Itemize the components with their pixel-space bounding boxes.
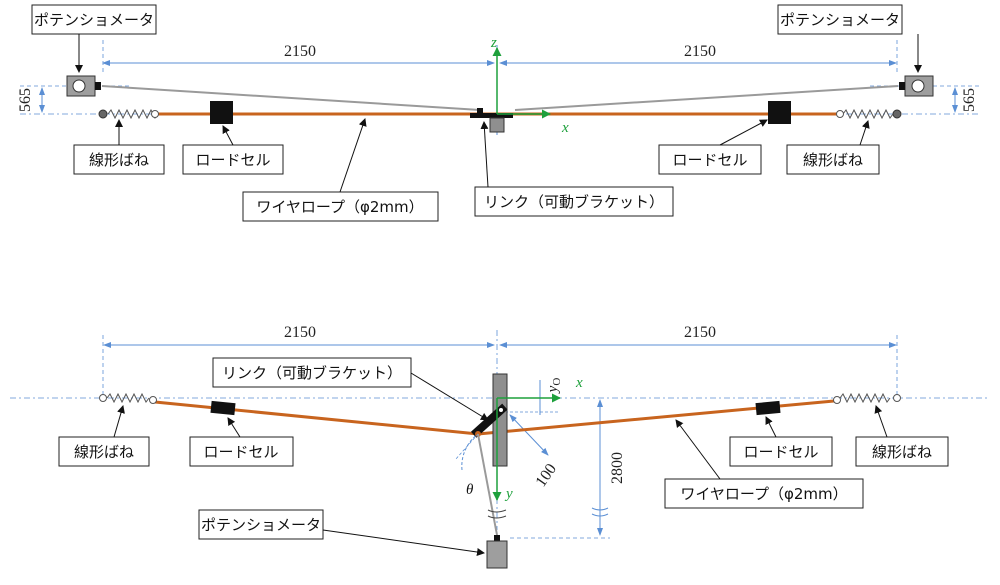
top-loadcell-left-box — [182, 144, 284, 175]
top-dim-left: 2150 — [284, 43, 316, 60]
top-loadcell-left-block — [210, 101, 233, 124]
top-pointer-spring-right — [859, 120, 870, 146]
bottom-label-loadcell-right: ロードセル — [743, 443, 818, 461]
top-label-loadcell-right: ロードセル — [672, 151, 747, 169]
top-label-loadcell-left: ロードセル — [195, 151, 270, 169]
bottom-dim-2800: 2800 — [609, 452, 626, 484]
bottom-spring-left-box — [58, 436, 150, 467]
bottom-label-wire: ワイヤロープ（φ2mm） — [680, 485, 847, 503]
bottom-yo-main: y — [545, 385, 561, 394]
top-pot-right — [899, 75, 934, 97]
top-spring-right-box — [786, 144, 880, 175]
bottom-theta-label: θ — [466, 482, 474, 498]
bottom-link-box — [212, 357, 412, 388]
top-link-bracket — [470, 108, 513, 133]
top-pot-right-box — [777, 4, 903, 35]
bottom-theta-ref — [454, 433, 479, 461]
bottom-wire-box — [664, 478, 864, 509]
bottom-view: 2150 2150 2800 yO 100 θ — [10, 324, 990, 569]
top-label-pot-left: ポテンショメータ — [34, 11, 154, 29]
top-loadcell-right-box — [658, 144, 762, 175]
top-label-link: リンク（可動ブラケット） — [484, 193, 664, 211]
top-dim-height-right: 565 — [961, 88, 978, 112]
bottom-label-loadcell-left: ロードセル — [203, 443, 278, 461]
bottom-pointer-spring-left — [113, 405, 125, 438]
bottom-pointer-spring-right — [874, 405, 888, 438]
top-pointer-loadcell-right — [719, 119, 768, 146]
top-wire-box — [242, 191, 439, 222]
bottom-pointer-loadcell-left — [227, 417, 241, 438]
top-label-spring-right: 線形ばね — [803, 151, 863, 169]
top-link-box — [474, 186, 674, 217]
bottom-axis-y-label: y — [504, 486, 513, 502]
bottom-loadcell-left-box — [189, 436, 294, 467]
top-pot-left-box — [31, 4, 157, 35]
top-label-wire: ワイヤロープ（φ2mm） — [256, 198, 423, 216]
bottom-label-spring-left: 線形ばね — [74, 443, 134, 461]
bottom-dim-100: 100 — [532, 461, 560, 490]
bottom-dim-right: 2150 — [684, 324, 716, 341]
bottom-dim-left: 2150 — [284, 324, 316, 341]
bottom-loadcell-right-box — [729, 436, 833, 467]
bottom-yo-label: yO — [545, 378, 563, 395]
bottom-pot — [486, 535, 508, 569]
bottom-label-pot: ポテンショメータ — [201, 516, 321, 534]
bottom-axis-x-label: x — [575, 375, 583, 391]
bottom-pointer-pot — [322, 529, 485, 556]
top-sense-wire-right — [514, 85, 899, 111]
top-pot-left — [66, 75, 101, 97]
bottom-link-pivot — [498, 407, 504, 413]
top-label-spring-left: 線形ばね — [89, 151, 149, 169]
top-pointer-loadcell-left — [222, 125, 234, 146]
bottom-pointer-link — [410, 372, 489, 421]
bottom-yo-sub: O — [551, 378, 563, 386]
bottom-label-link: リンク（可動ブラケット） — [222, 364, 402, 382]
bottom-link-bracket — [470, 403, 508, 438]
top-pointer-wire — [339, 118, 367, 193]
top-dim-right: 2150 — [684, 43, 716, 60]
top-pointer-link — [480, 121, 489, 188]
bottom-spring-left — [99, 392, 157, 404]
top-axis-z-label: z — [490, 35, 497, 51]
bottom-loadcell-left-block — [210, 400, 236, 416]
top-loadcell-right-block — [768, 101, 791, 124]
bottom-loadcell-right-block — [755, 400, 781, 416]
top-spring-right — [836, 108, 902, 120]
bottom-dim-100-line — [509, 414, 549, 456]
top-sense-wire-left — [101, 85, 481, 111]
top-view: 2150 2150 565 565 — [17, 4, 980, 222]
bottom-spring-right — [833, 392, 901, 404]
bottom-sense-wire-break — [487, 509, 507, 519]
top-spring-left — [98, 108, 159, 120]
bottom-pot-box — [198, 509, 324, 540]
bottom-spring-right-box — [855, 436, 949, 467]
bottom-pointer-loadcell-right — [765, 416, 777, 438]
bottom-pointer-wire — [675, 419, 721, 480]
bottom-theta-arc — [461, 433, 479, 471]
top-label-pot-right: ポテンショメータ — [780, 11, 900, 29]
bottom-dim-2800-break — [591, 507, 609, 517]
top-dim-height-left: 565 — [17, 88, 34, 112]
bottom-label-spring-right: 線形ばね — [872, 443, 932, 461]
top-axis-x-label: x — [561, 120, 569, 136]
